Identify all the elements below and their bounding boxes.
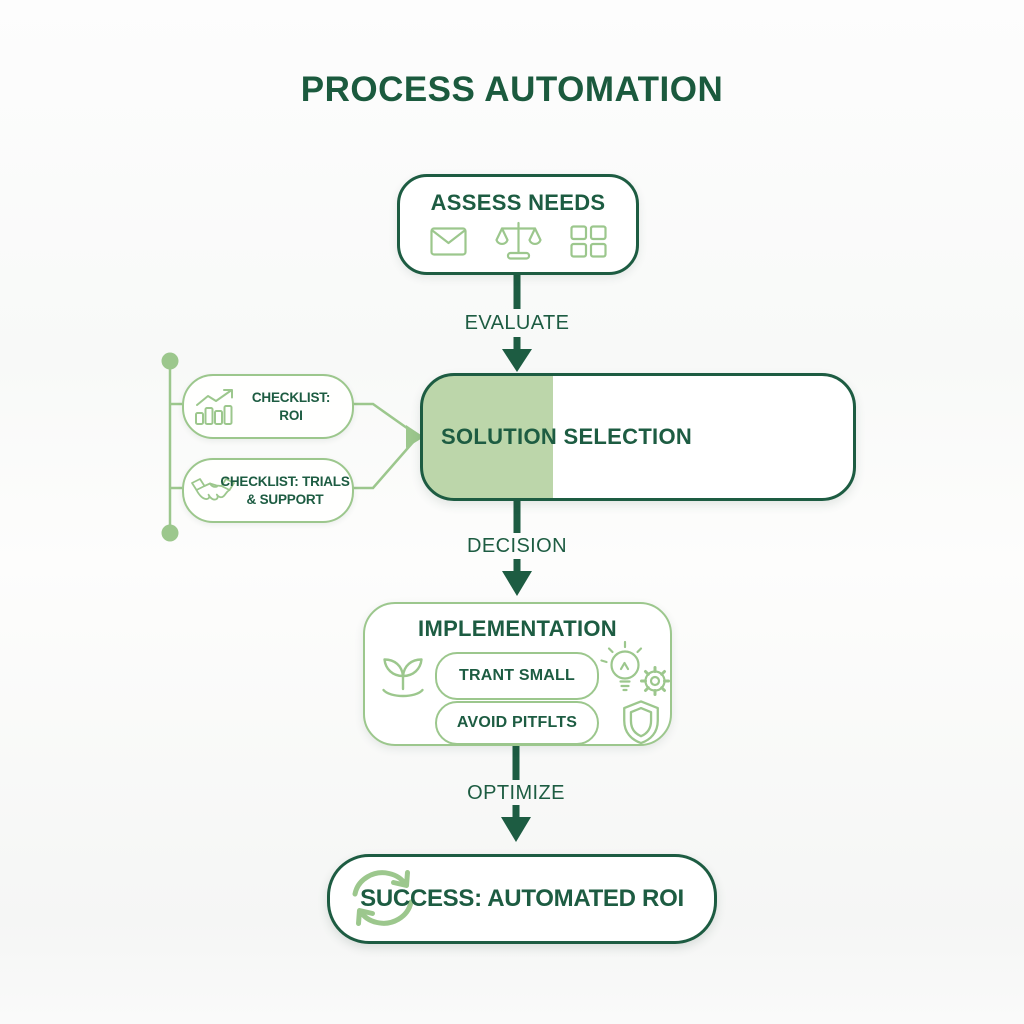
optimize-label: OPTIMIZE <box>467 782 565 804</box>
lightbulb-gear-icon <box>600 640 670 696</box>
solution-selection-title: SOLUTION SELECTION <box>441 424 693 449</box>
implementation-node: IMPLEMENTATION TRANT SMALL AVOID PITFLTS <box>363 602 672 746</box>
implementation-title: IMPLEMENTATION <box>418 616 617 641</box>
start-small-pill: TRANT SMALL <box>435 652 599 700</box>
checklist-roi-label: CHECKLIST: ROI <box>251 389 331 423</box>
checklist-arrowhead <box>406 425 424 448</box>
evaluate-label: EVALUATE <box>464 312 570 334</box>
bar-chart-icon <box>195 389 233 425</box>
shield-icon <box>623 700 659 745</box>
cycle-arrows-icon <box>352 870 414 926</box>
sprout-icon <box>382 658 424 698</box>
evaluate-arrow <box>502 268 532 372</box>
success-node: SUCCESS: AUTOMATED ROI <box>327 854 717 944</box>
scales-icon <box>494 221 542 260</box>
checklist-connectors <box>168 362 415 532</box>
avoid-pitfalls-pill: AVOID PITFLTS <box>435 701 599 745</box>
success-title: SUCCESS: AUTOMATED ROI <box>360 885 684 912</box>
envelope-icon <box>429 227 467 256</box>
decision-label: DECISION <box>467 535 567 557</box>
assess-needs-title: ASSESS NEEDS <box>430 190 606 215</box>
decision-arrow <box>502 494 532 596</box>
assess-needs-icons <box>400 221 636 262</box>
page-title: PROCESS AUTOMATION <box>300 70 724 109</box>
checklist-trials-node: CHECKLIST: TRIALS & SUPPORT <box>182 458 354 523</box>
optimize-arrow <box>501 741 531 842</box>
connector-dot-top <box>161 352 179 370</box>
solution-selection-node: SOLUTION SELECTION <box>420 373 856 501</box>
assess-needs-node: ASSESS NEEDS <box>397 174 639 275</box>
connector-dot-bottom <box>161 524 179 542</box>
handshake-icon <box>191 478 235 501</box>
checklist-trials-label: CHECKLIST: TRIALS & SUPPORT <box>220 473 350 507</box>
checklist-roi-node: CHECKLIST: ROI <box>182 374 354 439</box>
grid-icon <box>569 225 607 258</box>
